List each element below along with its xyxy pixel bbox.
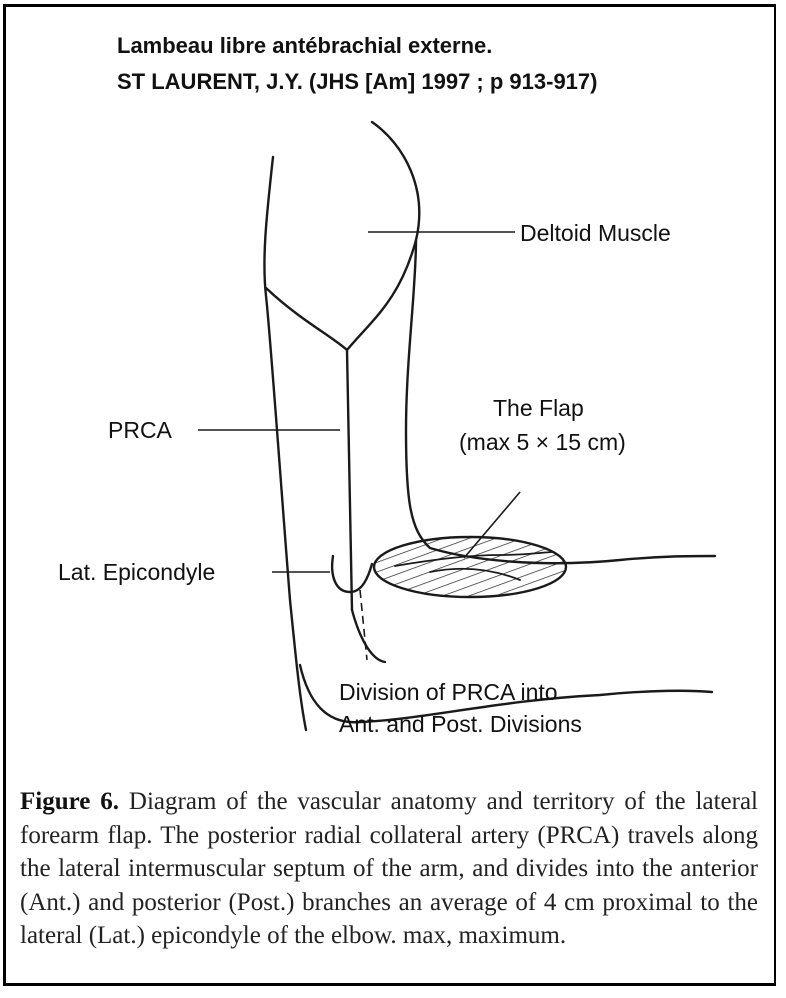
label-flap-title: The Flap: [493, 394, 584, 422]
figure-caption: Figure 6. Diagram of the vascular anatom…: [20, 785, 758, 953]
deltoid-outline: [266, 122, 419, 350]
label-division-line2: Ant. and Post. Divisions: [339, 710, 582, 738]
flap-ellipse: [374, 537, 566, 597]
leader-division: [360, 590, 367, 660]
label-flap-size: (max 5 × 15 cm): [459, 428, 626, 456]
label-division-line1: Division of PRCA into: [339, 678, 558, 706]
label-prca: PRCA: [108, 416, 172, 444]
caption-text: Diagram of the vascular anatomy and terr…: [20, 788, 758, 949]
label-lat-epicondyle: Lat. Epicondyle: [58, 558, 215, 586]
caption-figure-label: Figure 6.: [20, 788, 119, 815]
label-deltoid-muscle: Deltoid Muscle: [520, 219, 671, 247]
arm-outline-left: [264, 157, 306, 730]
vessel-to-flap: [352, 610, 385, 662]
prca-vessel: [347, 350, 352, 610]
